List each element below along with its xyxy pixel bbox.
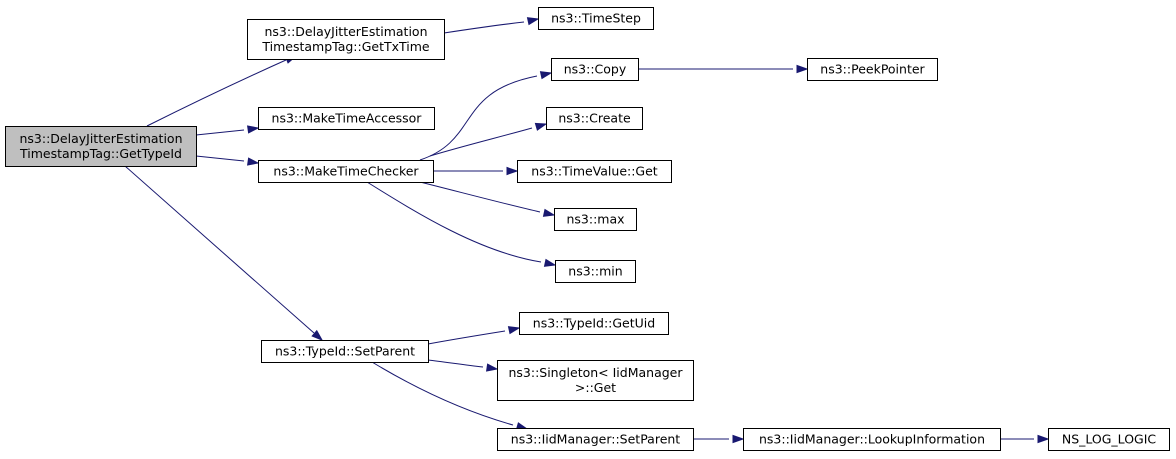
node-box [497, 360, 694, 401]
arrowhead-icon [796, 64, 809, 74]
node-box [554, 208, 637, 231]
arrowhead-icon [543, 258, 557, 267]
node-box [551, 58, 639, 81]
edge-line [419, 181, 541, 213]
node-max[interactable]: ns3::max [554, 208, 637, 231]
node-label: ns3::Singleton< IidManager [508, 365, 683, 380]
arrowhead-icon [506, 166, 519, 176]
edge-MakeTimeChecker-to-min [366, 181, 557, 267]
edge-LookupInformation-to-NS_LOG_LOGIC [1000, 434, 1050, 444]
node-box [497, 428, 694, 451]
node-NS_LOG_LOGIC[interactable]: NS_LOG_LOGIC [1048, 428, 1170, 451]
node-box [517, 160, 672, 183]
edge-GetTypeId-to-MakeTimeChecker [195, 155, 260, 166]
node-label: ns3::max [566, 212, 624, 227]
node-label: ns3::DelayJitterEstimation [264, 24, 427, 39]
edge-line [371, 361, 514, 426]
node-label: ns3::DelayJitterEstimation [19, 131, 182, 146]
arrowhead-icon [486, 363, 499, 372]
edge-line [419, 75, 538, 161]
edge-line [429, 127, 533, 157]
edge-MakeTimeChecker-to-Create [429, 122, 548, 157]
edge-line [427, 359, 484, 368]
node-label: ns3::min [568, 264, 622, 279]
node-TimeStep[interactable]: ns3::TimeStep [538, 7, 654, 30]
node-label: TimestampTag::GetTxTime [261, 39, 430, 54]
edge-line [366, 181, 542, 263]
node-label: ns3::MakeTimeChecker [273, 164, 419, 179]
edge-line [195, 129, 245, 136]
edge-Copy-to-PeekPointer [638, 64, 809, 74]
arrowhead-icon [732, 434, 745, 444]
node-Create[interactable]: ns3::Create [546, 107, 643, 130]
node-box [258, 160, 434, 183]
node-SingletonGet[interactable]: ns3::Singleton< IidManager>::Get [497, 360, 694, 401]
edge-GetTypeId-to-MakeTimeAccessor [195, 125, 260, 136]
node-label: ns3::TimeValue::Get [531, 164, 658, 179]
nodes-layer: ns3::DelayJitterEstimationTimestampTag::… [5, 7, 1170, 451]
node-label: ns3::PeekPointer [820, 62, 925, 77]
edge-GetTypeId-to-TypeIdSetParent [124, 165, 324, 341]
node-min[interactable]: ns3::min [555, 260, 636, 283]
node-Copy[interactable]: ns3::Copy [551, 58, 639, 81]
edge-TypeIdSetParent-to-GetUid [427, 326, 521, 345]
node-box [258, 107, 435, 130]
edge-line [195, 155, 245, 162]
node-GetTxTime[interactable]: ns3::DelayJitterEstimationTimestampTag::… [247, 19, 445, 60]
node-label: ns3::IidManager::LookupInformation [759, 432, 985, 447]
node-box [247, 19, 445, 60]
node-box [1048, 428, 1170, 451]
edge-MakeTimeChecker-to-max [419, 181, 556, 217]
arrowhead-icon [534, 122, 548, 131]
node-GetUid[interactable]: ns3::TypeId::GetUid [519, 312, 669, 335]
edge-MakeTimeChecker-to-Copy [419, 71, 553, 161]
node-label: ns3::TimeStep [551, 11, 641, 26]
node-box [807, 58, 938, 81]
arrowhead-icon [247, 157, 260, 166]
node-TimeValueGet[interactable]: ns3::TimeValue::Get [517, 160, 672, 183]
arrowhead-icon [539, 71, 553, 80]
node-label: ns3::Create [558, 111, 631, 126]
arrowhead-icon [507, 326, 521, 335]
arrowhead-icon [1037, 434, 1050, 444]
node-PeekPointer[interactable]: ns3::PeekPointer [807, 58, 938, 81]
node-box [5, 126, 197, 167]
node-MakeTimeAccessor[interactable]: ns3::MakeTimeAccessor [258, 107, 435, 130]
node-label: ns3::Copy [564, 62, 627, 77]
node-MakeTimeChecker[interactable]: ns3::MakeTimeChecker [258, 160, 434, 183]
node-box [538, 7, 654, 30]
node-IidSetParent[interactable]: ns3::IidManager::SetParent [497, 428, 694, 451]
node-GetTypeId: ns3::DelayJitterEstimationTimestampTag::… [5, 126, 197, 167]
edge-TypeIdSetParent-to-SingletonGet [427, 359, 499, 372]
node-TypeIdSetParent[interactable]: ns3::TypeId::SetParent [261, 340, 429, 363]
node-label: >::Get [575, 380, 616, 395]
arrowhead-icon [542, 208, 556, 217]
node-label: NS_LOG_LOGIC [1062, 432, 1157, 447]
edge-GetTxTime-to-TimeStep [443, 17, 540, 34]
node-LookupInformation[interactable]: ns3::IidManager::LookupInformation [743, 428, 1001, 451]
edge-IidSetParent-to-LookupInformation [693, 434, 745, 444]
node-label: TimestampTag::GetTypeId [19, 146, 182, 161]
edge-MakeTimeChecker-to-TimeValueGet [433, 166, 519, 176]
node-box [555, 260, 636, 283]
node-label: ns3::TypeId::GetUid [533, 316, 655, 331]
node-label: ns3::MakeTimeAccessor [272, 111, 423, 126]
edge-line [443, 21, 525, 34]
arrowhead-icon [247, 125, 260, 134]
node-box [519, 312, 669, 335]
edges-layer [124, 17, 1050, 444]
node-box [546, 107, 643, 130]
edge-line [146, 59, 287, 127]
node-box [743, 428, 1001, 451]
node-label: ns3::IidManager::SetParent [511, 432, 681, 447]
arrowhead-icon [311, 329, 324, 341]
arrowhead-icon [526, 17, 540, 26]
edge-line [427, 330, 506, 345]
node-box [261, 340, 429, 363]
node-label: ns3::TypeId::SetParent [275, 344, 415, 359]
edge-line [124, 165, 315, 334]
